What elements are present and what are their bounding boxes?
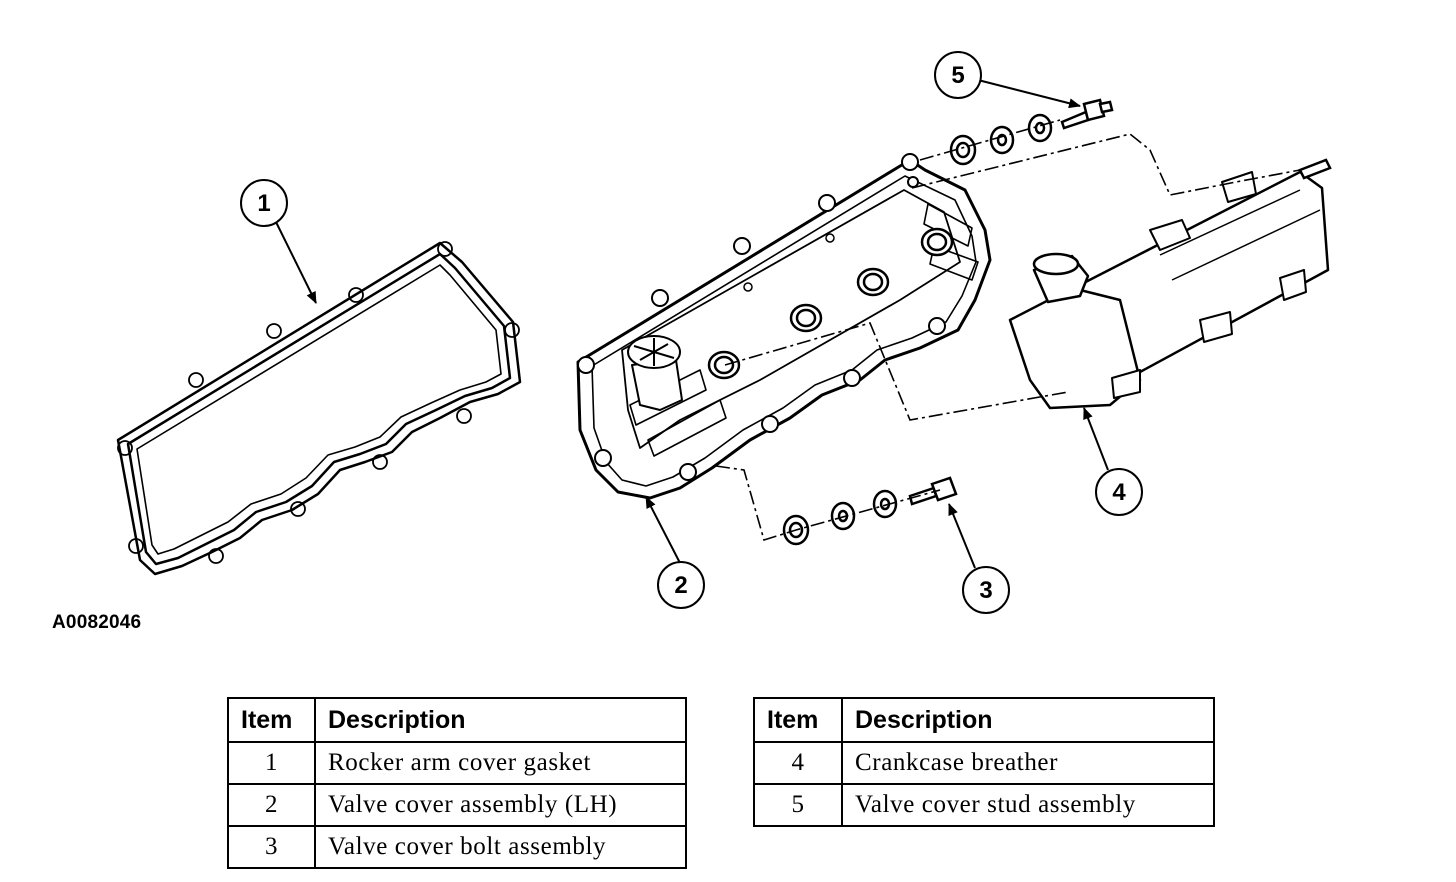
svg-text:4: 4: [1112, 479, 1126, 506]
assembly-centerlines: [715, 119, 1301, 542]
item-description: Rocker arm cover gasket: [314, 741, 687, 785]
crankcase-breather: [1008, 170, 1330, 410]
item-description: Valve cover stud assembly: [841, 783, 1215, 827]
valve-cover-stud-hardware: [949, 98, 1332, 180]
callout-1: 1: [240, 179, 288, 227]
item-description: Valve cover assembly (LH): [314, 783, 687, 827]
svg-text:2: 2: [674, 572, 687, 599]
svg-text:3: 3: [979, 577, 992, 604]
valve-cover-assembly: [576, 153, 992, 500]
table-row: 3 Valve cover bolt assembly: [227, 825, 687, 869]
item-number: 2: [227, 783, 316, 827]
description-header: Description: [841, 697, 1215, 743]
table-row: 2 Valve cover assembly (LH): [227, 783, 687, 827]
item-description: Valve cover bolt assembly: [314, 825, 687, 869]
legend-table-right: Item Description 4 Crankcase breather 5 …: [753, 697, 1215, 827]
item-header: Item: [753, 697, 843, 743]
svg-text:1: 1: [257, 190, 270, 217]
figure-id: A0082046: [52, 612, 142, 633]
item-header: Item: [227, 697, 316, 743]
legend-table-left: Item Description 1 Rocker arm cover gask…: [227, 697, 687, 869]
table-header-row: Item Description: [227, 697, 687, 743]
callout-2: 2: [657, 561, 705, 609]
callout-5: 5: [934, 51, 982, 99]
table-row: 4 Crankcase breather: [753, 741, 1215, 785]
callout-4: 4: [1095, 468, 1143, 516]
callout-leaders: [275, 79, 1109, 569]
valve-cover-bolt-hardware: [782, 476, 958, 546]
table-header-row: Item Description: [753, 697, 1215, 743]
description-header: Description: [314, 697, 687, 743]
item-number: 3: [227, 825, 316, 869]
rocker-arm-cover-gasket: [116, 241, 522, 576]
svg-text:5: 5: [951, 62, 964, 89]
item-number: 5: [753, 783, 843, 827]
item-number: 4: [753, 741, 843, 785]
table-row: 1 Rocker arm cover gasket: [227, 741, 687, 785]
callout-3: 3: [962, 566, 1010, 614]
table-row: 5 Valve cover stud assembly: [753, 783, 1215, 827]
item-description: Crankcase breather: [841, 741, 1215, 785]
item-number: 1: [227, 741, 316, 785]
